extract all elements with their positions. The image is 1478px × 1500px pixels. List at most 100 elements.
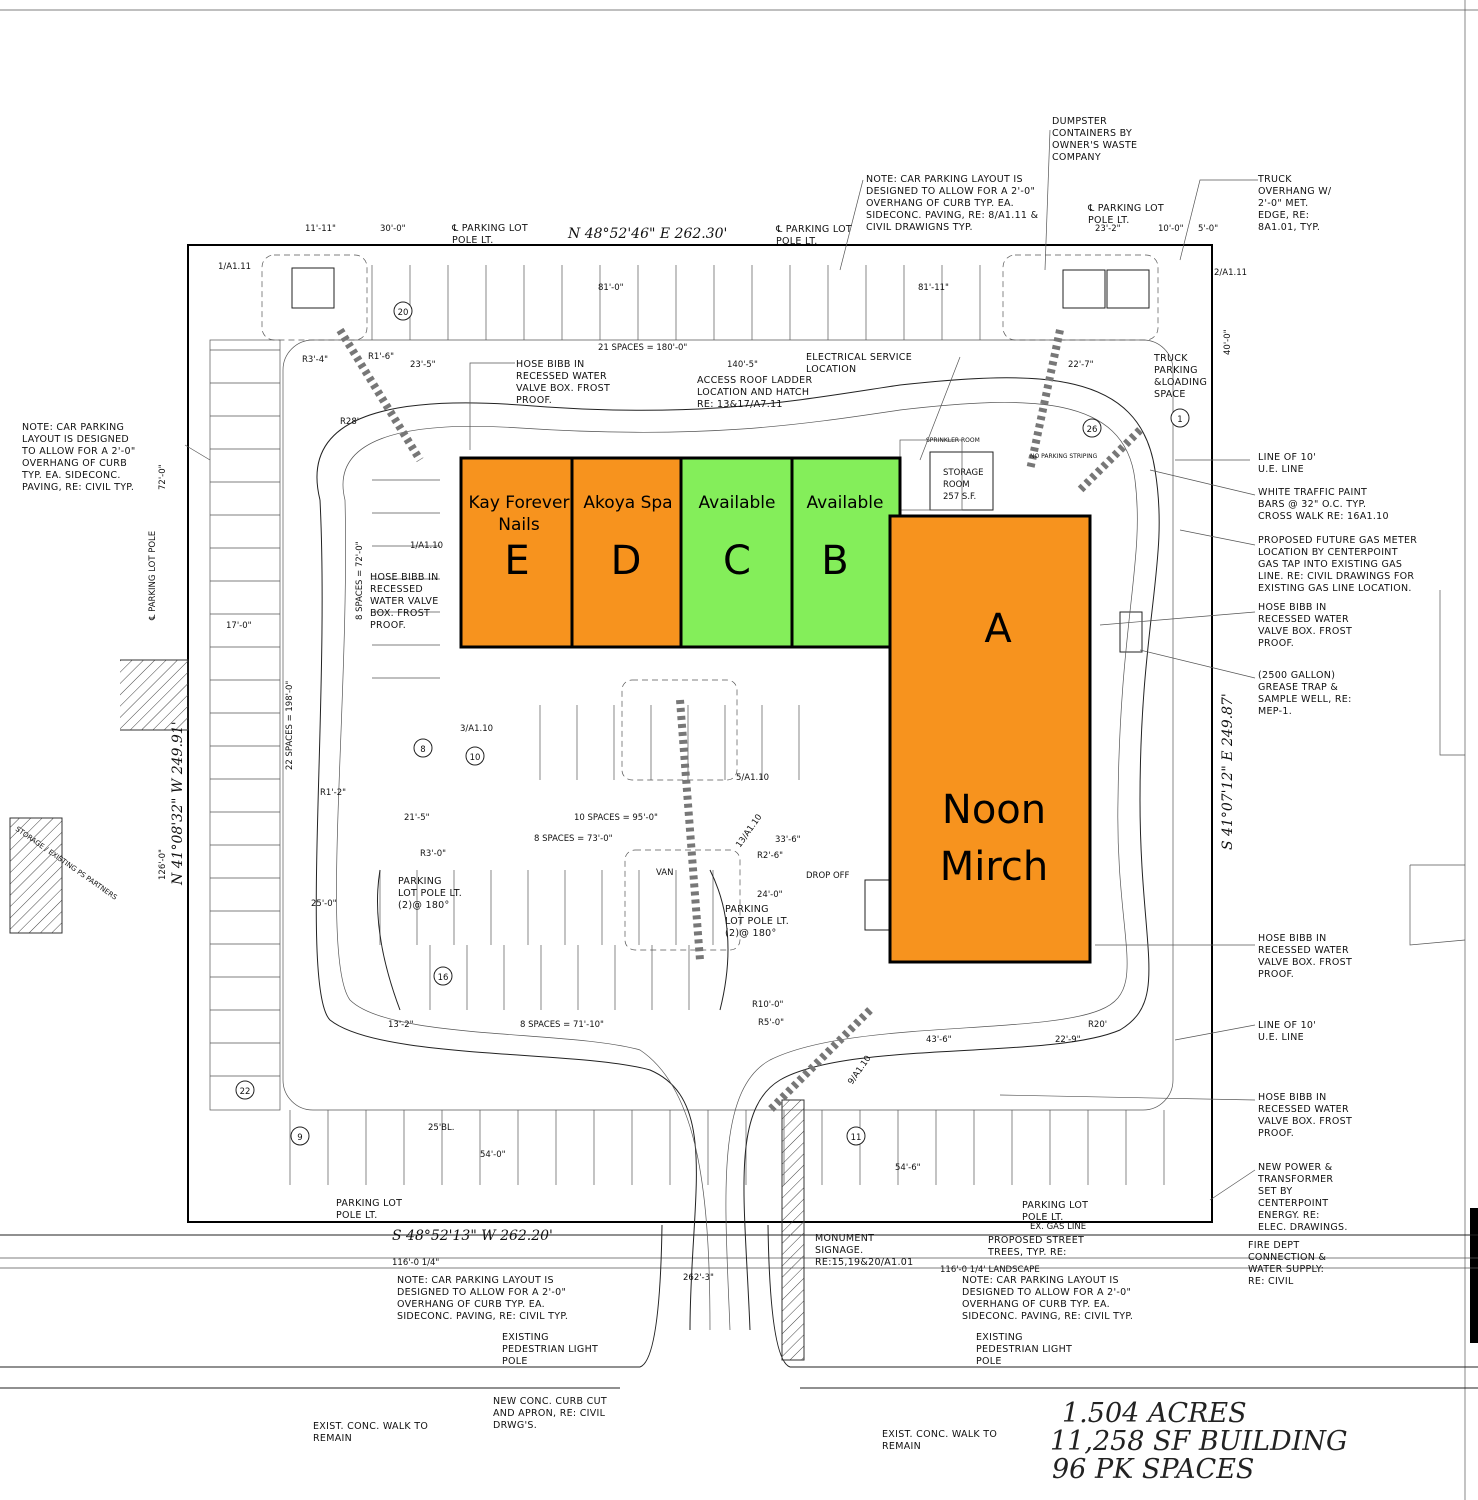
note-gas-meter: GAS TAP INTO EXISTING GAS [1258, 559, 1402, 570]
site-acreage: 1.504 ACRES [1062, 1398, 1247, 1429]
note-pole-lt-c1: PARKING [398, 876, 442, 887]
suite-fill [679, 456, 794, 649]
tenant-suite-b[interactable]: Available B [790, 456, 902, 649]
dimension-s6: 13/A1.10 [734, 813, 764, 850]
note-hose-bibb-r1: RECESSED WATER [1258, 614, 1349, 625]
note-truck-overhang: TRUCK [1257, 174, 1292, 185]
note-hose-bibb-top: RECESSED WATER [516, 371, 607, 382]
storage-area: 257 S.F. [943, 492, 976, 502]
note-roof-ladder: ACCESS ROOF LADDER [697, 375, 812, 386]
note-hose-bibb-r3: HOSE BIBB IN [1258, 1092, 1327, 1103]
note-fire-dept: FIRE DEPT [1248, 1240, 1299, 1251]
dimension-d4: 81'-11" [918, 283, 949, 293]
label-van: VAN [656, 868, 673, 878]
note-walk-r: EXIST. CONC. WALK TO [882, 1429, 997, 1440]
note-transformer: CENTERPOINT [1258, 1198, 1328, 1209]
tenant-name: Nails [498, 515, 540, 535]
count-bubble [433, 966, 453, 986]
tenant-suite-d[interactable]: Akoya Spa D [570, 456, 683, 649]
note-hose-bibb-left: HOSE BIBB IN [370, 572, 439, 583]
tenant-suite-c[interactable]: Available C [679, 456, 794, 649]
count-bubble [846, 1126, 866, 1146]
note-ped-light-l: POLE [502, 1356, 528, 1367]
note-traffic-paint: CROSS WALK RE: 16A1.10 [1258, 511, 1389, 522]
stall-count: 10 [470, 753, 481, 763]
note-gas-meter: LINE. RE: CIVIL DRAWINGS FOR [1258, 571, 1414, 582]
note-pole-lt-b: PARKING LOT [336, 1198, 402, 1209]
hatch-area [120, 659, 189, 731]
dimension-d30: 13'-2" [388, 1020, 414, 1030]
suite-letter: C [723, 538, 751, 584]
tenant-suite-e[interactable]: Kay Forever Nails E [459, 456, 574, 649]
tenant-status: Available [807, 493, 884, 513]
dimension-d27: 17'-0" [226, 621, 252, 631]
note-electrical: ELECTRICAL SERVICE [806, 352, 912, 363]
dimension-d12: 8 SPACES = 72'-0" [355, 541, 365, 620]
note-top-note: NOTE: CAR PARKING LAYOUT IS [866, 174, 1023, 185]
label-left-pole: ℄ PARKING LOT POLE [148, 531, 158, 621]
stall-count: 11 [851, 1133, 862, 1143]
note-pole-lt-c2: LOT POLE LT. [725, 916, 789, 927]
note-truck-parking: SPACE [1154, 389, 1186, 400]
note-hose-bibb-r3: VALVE BOX. FROST [1258, 1116, 1352, 1127]
note-walk-l: EXIST. CONC. WALK TO [313, 1421, 428, 1432]
note-hose-bibb-top: HOSE BIBB IN [516, 359, 585, 370]
note-transformer: ELEC. DRAWINGS. [1258, 1222, 1348, 1233]
note-hose-bibb-r2: VALVE BOX. FROST [1258, 957, 1352, 968]
parking-count: 96 PK SPACES [1052, 1454, 1254, 1485]
note-hose-bibb-r2: HOSE BIBB IN [1258, 933, 1327, 944]
dimension-d5: 23'-2" [1095, 224, 1121, 234]
note-hose-bibb-top: PROOF. [516, 395, 552, 406]
note-gas-meter: LOCATION BY CENTERPOINT [1258, 547, 1398, 558]
note-fire-dept: WATER SUPPLY: [1248, 1264, 1324, 1275]
note-ped-light-r: EXISTING [976, 1332, 1023, 1343]
count-bubble [393, 301, 413, 321]
parking-stalls [210, 265, 1165, 1185]
street-walk [0, 1099, 1478, 1389]
note-fire-dept: CONNECTION & [1248, 1252, 1326, 1263]
note-monument: SIGNAGE. [815, 1245, 863, 1256]
suite-fill [459, 456, 574, 649]
note-pole-lt-b: POLE LT. [336, 1210, 378, 1221]
note-bottom-note-r: OVERHANG OF CURB TYP. EA. [962, 1299, 1110, 1310]
note-pole-lt-c1: LOT POLE LT. [398, 888, 462, 899]
tenant-suite-a[interactable]: A Noon Mirch [888, 514, 1092, 964]
note-bottom-note-r: NOTE: CAR PARKING LAYOUT IS [962, 1275, 1119, 1286]
dimension-d15: 8 SPACES = 73'-0" [534, 834, 613, 844]
dimension-d6: 10'-0" [1158, 224, 1184, 234]
dimension-d14: 10 SPACES = 95'-0" [574, 813, 658, 823]
tenant-name: Kay Forever [469, 493, 570, 513]
note-pole-lt-c2: (2)@ 180° [725, 928, 777, 939]
dimension-s3: 1/A1.10 [410, 541, 443, 551]
dimension-d31: 40'-0" [1223, 329, 1233, 355]
dimension-d21: 54'-0" [480, 1150, 506, 1160]
dimension-s1: 1/A1.11 [218, 262, 251, 272]
label-landscape: 116'-0 1/4' LANDSCAPE [940, 1265, 1040, 1275]
note-dumpster: CONTAINERS BY [1052, 128, 1132, 139]
stall-count: 9 [297, 1133, 302, 1143]
count-bubble [413, 738, 433, 758]
note-hose-bibb-top: VALVE BOX. FROST [516, 383, 610, 394]
stall-count: 16 [438, 973, 449, 983]
note-pole-lt-tr: POLE LT. [1088, 215, 1130, 226]
note-electrical: LOCATION [806, 364, 856, 375]
note-transformer: NEW POWER & [1258, 1162, 1333, 1173]
note-dumpster: COMPANY [1052, 152, 1101, 163]
suite-letter: E [504, 538, 529, 584]
note-hose-bibb-r3: PROOF. [1258, 1128, 1294, 1139]
dimension-d41: 25'BL. [428, 1123, 454, 1133]
dimension-d13: 22 SPACES = 198'-0" [285, 681, 295, 770]
dimension-d28: 25'-0" [311, 899, 337, 909]
note-left-note: NOTE: CAR PARKING [22, 422, 124, 433]
building-area: 11,258 SF BUILDING [1050, 1426, 1348, 1457]
note-hose-bibb-r1: HOSE BIBB IN [1258, 602, 1327, 613]
note-ped-light-r: PEDESTRIAN LIGHT [976, 1344, 1072, 1355]
tenant-name: Akoya Spa [583, 493, 672, 513]
tenant-name: Noon [942, 787, 1046, 833]
boundary-bearing-south: S 48°52'13" W 262.20' [392, 1228, 553, 1244]
suite-fill [888, 514, 1092, 964]
dimension-d9: 140'-5" [727, 360, 758, 370]
note-truck-overhang: OVERHANG W/ [1258, 186, 1332, 197]
note-walk-l: REMAIN [313, 1433, 352, 1444]
